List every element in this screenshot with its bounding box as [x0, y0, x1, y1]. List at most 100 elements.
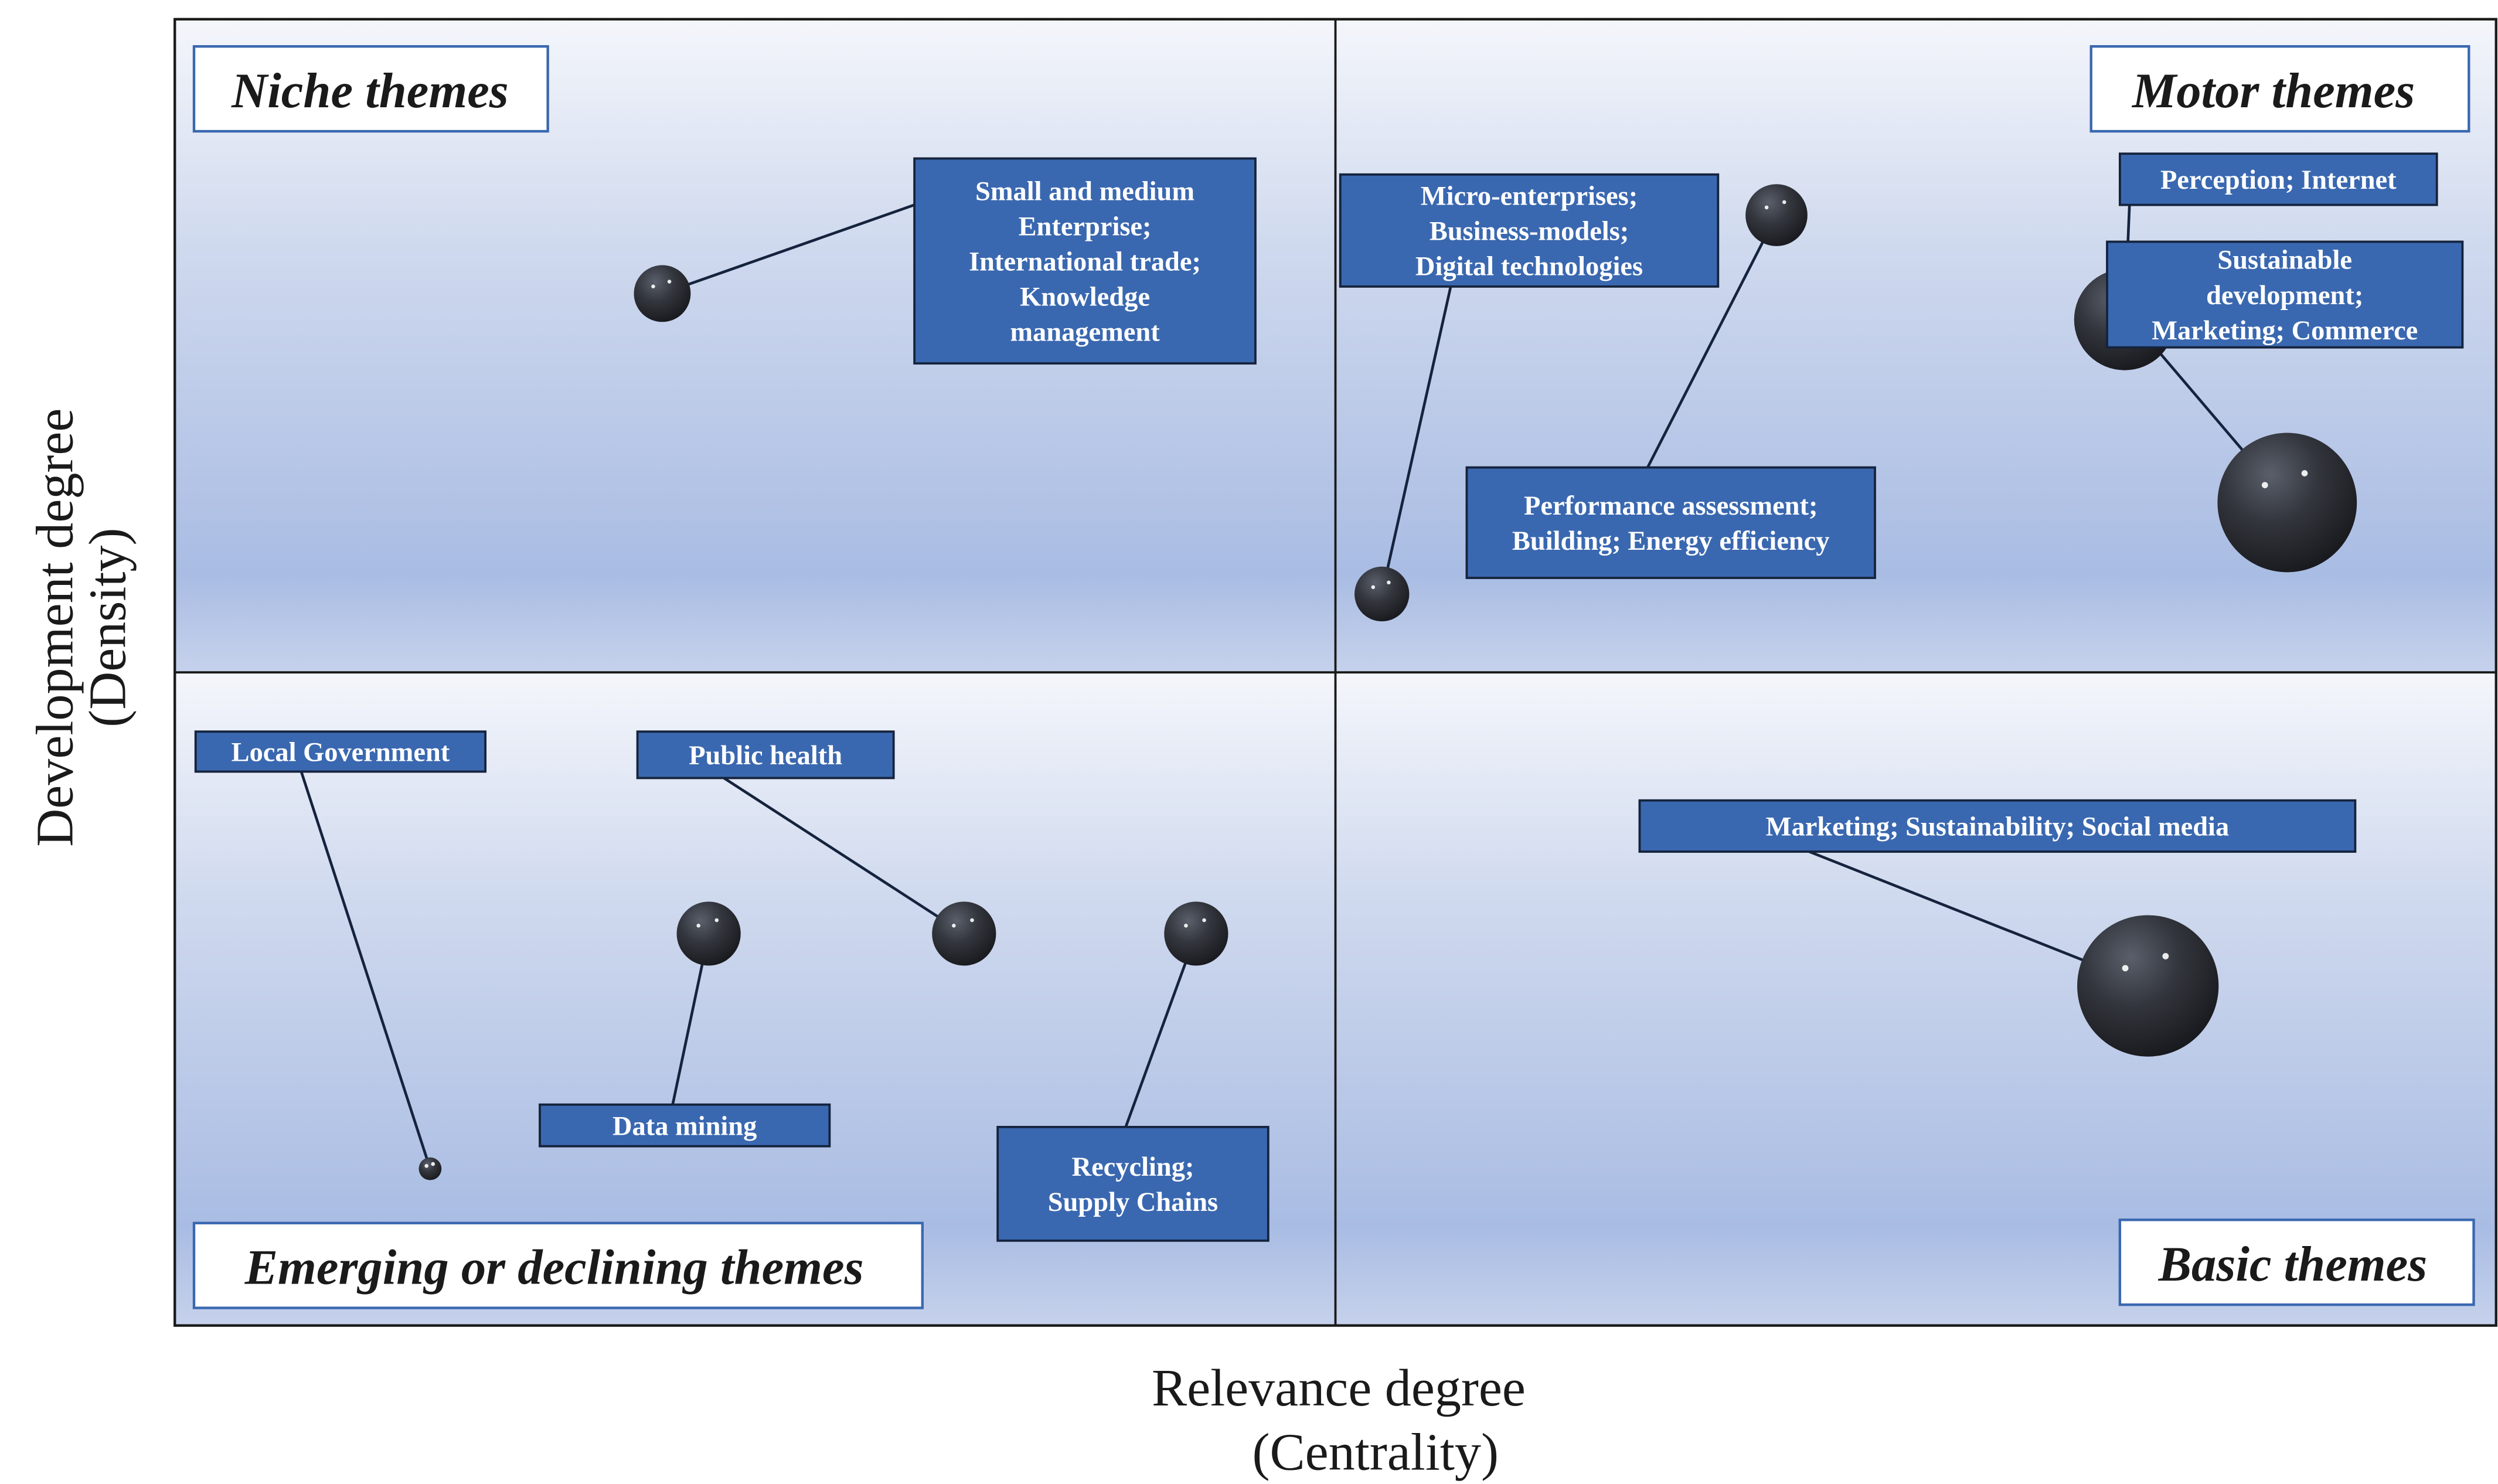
theme-label: Recycling; Supply Chains [996, 1125, 1270, 1242]
theme-bubble-sphere [932, 901, 996, 966]
theme-label-text: Recycling; [1072, 1152, 1194, 1182]
theme-bubble-sphere [676, 901, 741, 966]
leader-line [723, 777, 942, 920]
quadrant-title-basic: Basic themes [2118, 1218, 2475, 1306]
bubble-highlight [667, 280, 672, 284]
theme-label-box [2118, 152, 2438, 206]
theme-bubble [2077, 915, 2219, 1057]
theme-label-box [2106, 240, 2464, 349]
theme-bubble [1354, 566, 1410, 622]
bubble-highlight [1782, 200, 1786, 205]
quadrant-title-emerging: Emerging or declining themes [192, 1221, 924, 1309]
leader-line [671, 959, 705, 1105]
theme-label-box [996, 1125, 1270, 1242]
theme-label-text: Business-models; [1430, 217, 1629, 247]
theme-label-text: Performance assessment; [1524, 491, 1818, 521]
leader-line [300, 771, 429, 1160]
theme-bubble [1745, 184, 1808, 246]
theme-label: Performance assessment; Building; Energy … [1465, 466, 1876, 579]
quadrant-title-niche-text: Niche themes [231, 64, 509, 118]
theme-label-text: Micro-enterprises; [1421, 181, 1638, 211]
theme-label-text: Digital technologies [1415, 252, 1643, 282]
bubble-highlight [424, 1164, 428, 1168]
quadrant-title-motor: Motor themes [2089, 45, 2470, 133]
quadrant-title-basic-text: Basic themes [2158, 1237, 2428, 1292]
leader-line [1386, 286, 1452, 572]
bubble-highlight [696, 924, 700, 928]
theme-label-text: Supply Chains [1048, 1187, 1218, 1217]
theme-bubble-sphere [2217, 433, 2357, 573]
quadrant-title-motor-text: Motor themes [2131, 64, 2415, 118]
theme-label-box [1339, 173, 1720, 288]
theme-bubble-sphere [1164, 901, 1228, 966]
bubble-highlight [2162, 953, 2169, 959]
theme-label-text: Marketing; Commerce [2152, 316, 2418, 346]
theme-label-box [539, 1103, 831, 1148]
theme-label-text: Sustainable [2217, 246, 2352, 275]
y-axis-title-line-2: (Density) [79, 528, 137, 727]
quadrant-title-emerging-text: Emerging or declining themes [244, 1241, 864, 1295]
theme-label-text: International trade; [969, 247, 1201, 277]
bubble-highlight [2122, 965, 2129, 972]
theme-bubble-sphere [2077, 915, 2219, 1057]
theme-label-text: Enterprise; [1019, 212, 1152, 241]
theme-label-text: Public health [689, 741, 842, 771]
leader-line [685, 203, 915, 287]
theme-label: Perception; Internet [2118, 152, 2438, 206]
leader-line [1124, 958, 1189, 1128]
x-axis-title-line-2: (Centrality) [1253, 1423, 1499, 1481]
bubble-highlight [952, 924, 956, 928]
theme-label-text: Data mining [612, 1111, 757, 1141]
theme-label-box [636, 730, 895, 780]
theme-bubble-sphere [418, 1157, 442, 1180]
theme-label-box [194, 730, 487, 773]
bubble-highlight [1202, 918, 1206, 923]
theme-label: Data mining [539, 1103, 831, 1148]
leader-line [1646, 238, 1766, 468]
bubble-highlight [651, 284, 655, 288]
theme-bubble [676, 901, 741, 966]
bubble-highlight [1371, 585, 1376, 590]
theme-bubble [1164, 901, 1228, 966]
theme-label-text: Knowledge [1020, 282, 1150, 312]
leader-line [1809, 850, 2093, 965]
bubble-highlight [714, 918, 719, 923]
theme-label: Micro-enterprises; Business-models; Digita… [1339, 173, 1720, 288]
theme-label-box [913, 157, 1257, 365]
theme-bubble-sphere [1354, 566, 1410, 622]
theme-bubble [932, 901, 996, 966]
bubble-highlight [2301, 470, 2308, 476]
theme-label: Marketing; Sustainability; Social media [1638, 799, 2357, 853]
bubble-highlight [1387, 580, 1391, 585]
quadrant-title-niche: Niche themes [192, 45, 549, 133]
bubble-highlight [1764, 205, 1769, 210]
theme-label-text: Marketing; Sustainability; Social media [1766, 812, 2230, 842]
quadrant-bg-bottom-right [1335, 672, 2496, 1326]
theme-label: Sustainable development; Marketing; Commer… [2106, 240, 2464, 349]
theme-label-box [1638, 799, 2357, 853]
y-axis-title-line-1: Development degree [26, 409, 84, 847]
theme-label-text: management [1010, 318, 1160, 348]
theme-bubble-sphere [1745, 184, 1808, 246]
bubble-highlight [1184, 924, 1188, 928]
theme-bubble [2217, 433, 2357, 573]
leader-line [2154, 346, 2250, 458]
bubble-highlight [431, 1162, 435, 1166]
theme-label-text: Building; Energy efficiency [1512, 526, 1830, 556]
leader-lines [300, 203, 2250, 1160]
theme-label-text: Small and medium [975, 176, 1194, 206]
bubble-highlight [2261, 482, 2268, 489]
theme-label-text: Perception; Internet [2160, 165, 2397, 195]
theme-label-text: development; [2206, 281, 2363, 311]
theme-bubble-sphere [634, 265, 691, 322]
bubble-highlight [970, 918, 974, 923]
theme-label: Public health [636, 730, 895, 780]
theme-label-text: Local Government [232, 738, 450, 768]
theme-bubble [634, 265, 691, 322]
theme-label: Local Government [194, 730, 487, 773]
theme-label-box [1465, 466, 1876, 579]
x-axis-title-line-1: Relevance degree [1152, 1359, 1526, 1417]
